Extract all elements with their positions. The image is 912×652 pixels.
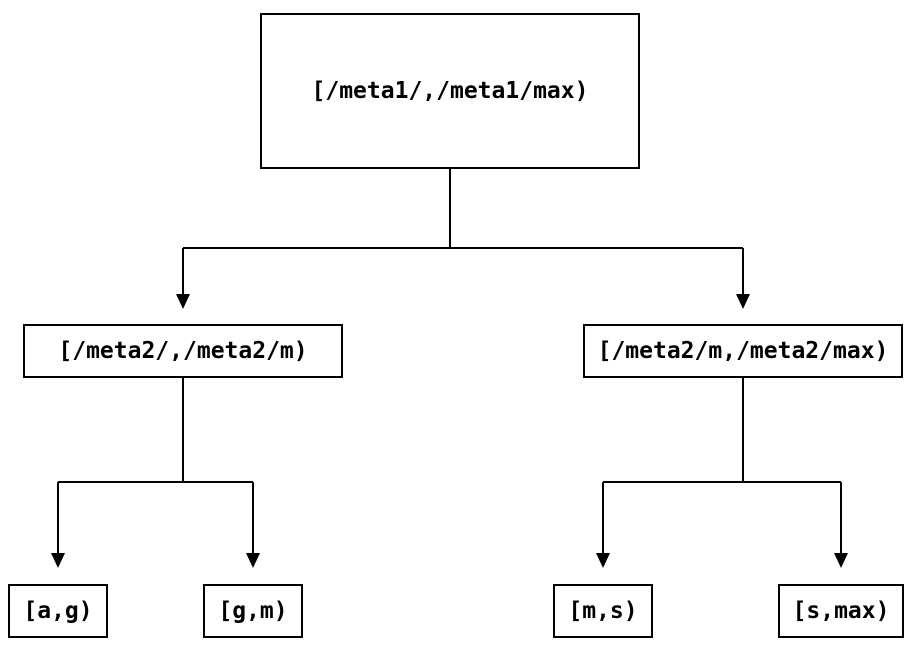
node-leaf-g-m: [g,m) — [203, 584, 303, 638]
node-leaf-s-max: [s,max) — [778, 584, 904, 638]
node-meta2-high-range: [/meta2/m,/meta2/max) — [583, 324, 903, 378]
node-label: [g,m) — [218, 598, 288, 624]
node-meta2-low-range: [/meta2/,/meta2/m) — [23, 324, 343, 378]
arrow-down-icon — [176, 294, 190, 309]
node-leaf-a-g: [a,g) — [8, 584, 108, 638]
arrow-down-icon — [51, 553, 65, 568]
node-label: [/meta2/,/meta2/m) — [58, 338, 308, 364]
node-label: [s,max) — [792, 598, 890, 624]
edge-root-to-children — [182, 169, 744, 294]
node-label: [a,g) — [23, 598, 93, 624]
node-label: [/meta2/m,/meta2/max) — [597, 338, 889, 364]
node-label: [m,s) — [568, 598, 638, 624]
arrow-down-icon — [834, 553, 848, 568]
arrow-down-icon — [736, 294, 750, 309]
edge-meta2low-to-children — [57, 378, 254, 553]
node-root-meta1-range: [/meta1/,/meta1/max) — [260, 13, 640, 169]
arrow-down-icon — [596, 553, 610, 568]
arrow-down-icon — [246, 553, 260, 568]
edge-meta2high-to-children — [602, 378, 842, 553]
node-label: [/meta1/,/meta1/max) — [311, 78, 589, 104]
node-leaf-m-s: [m,s) — [553, 584, 653, 638]
